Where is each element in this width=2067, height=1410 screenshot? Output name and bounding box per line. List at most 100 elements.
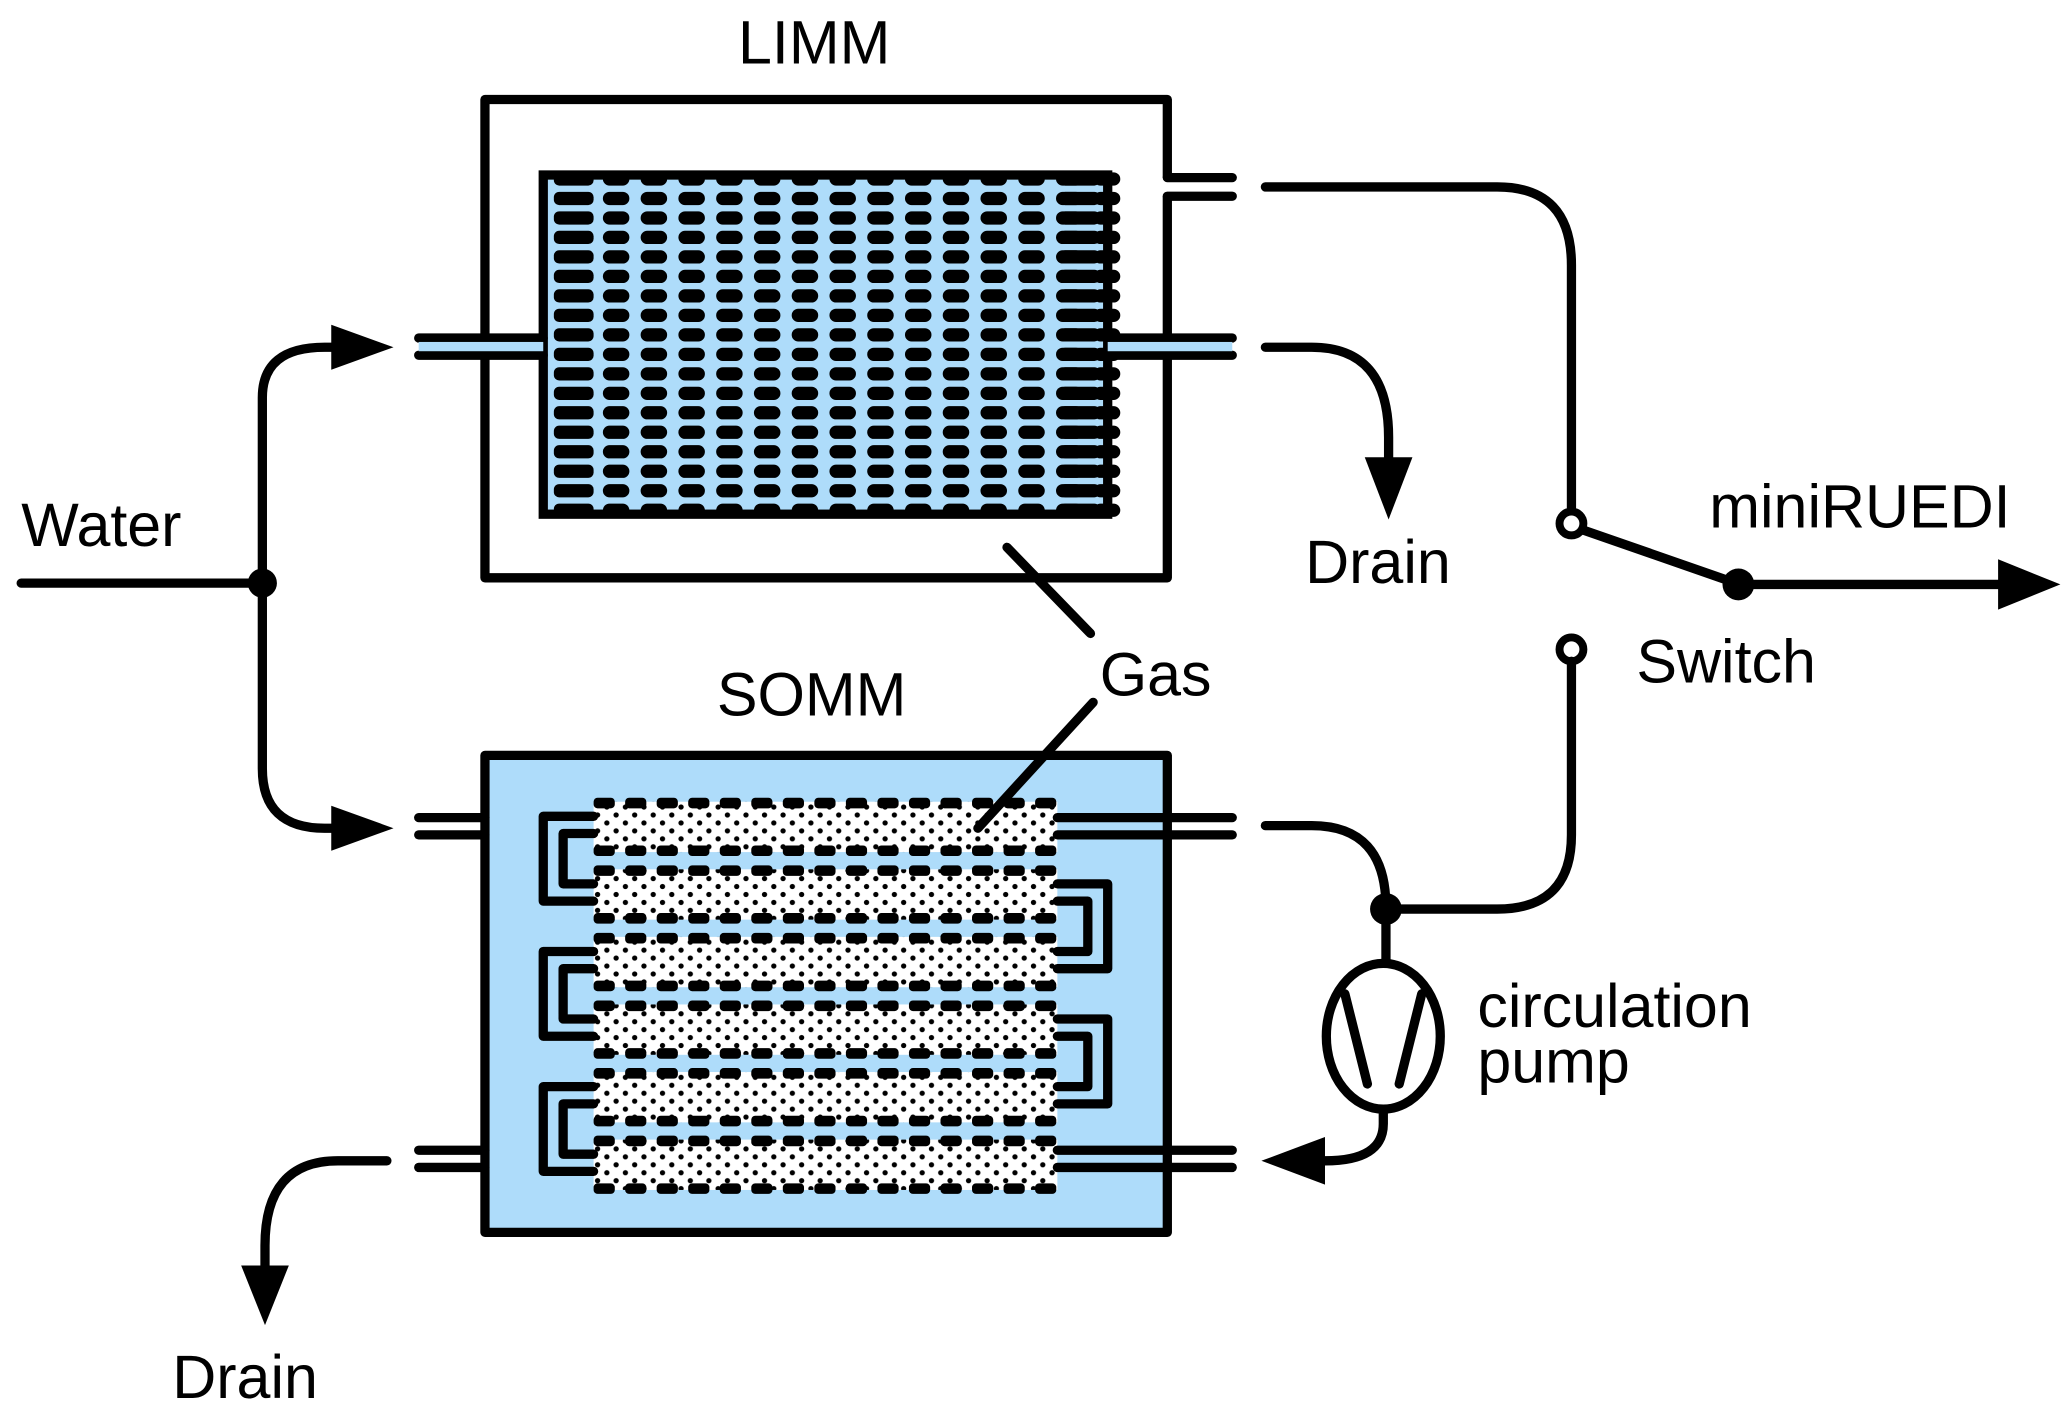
tube-wall-segment bbox=[656, 797, 678, 809]
arrow-to-somm bbox=[331, 805, 394, 851]
membrane-segment bbox=[602, 289, 630, 303]
membrane-segment bbox=[678, 425, 705, 439]
tube-wall-segment bbox=[845, 797, 868, 809]
tube-wall-segment bbox=[688, 1115, 710, 1127]
tube-wall-segment bbox=[751, 865, 773, 876]
membrane-segment bbox=[942, 445, 970, 459]
tube-wall-segment bbox=[1003, 1000, 1025, 1012]
membrane-segment bbox=[942, 172, 970, 186]
membrane-segment bbox=[753, 367, 781, 381]
comb-tooth bbox=[1060, 484, 1100, 498]
membrane-segment bbox=[980, 211, 1007, 225]
membrane-segment bbox=[980, 230, 1007, 245]
miniruedi-output-line bbox=[1733, 559, 2061, 610]
membrane-segment bbox=[602, 269, 630, 284]
tube-wall-segment bbox=[940, 1048, 962, 1059]
membrane-segment bbox=[867, 308, 894, 322]
membrane-segment bbox=[1018, 484, 1045, 498]
membrane-segment bbox=[753, 328, 781, 342]
membrane-segment bbox=[1093, 211, 1121, 225]
membrane-segment bbox=[602, 250, 630, 264]
tube-wall-segment bbox=[1035, 797, 1057, 809]
switch[interactable] bbox=[1555, 507, 1755, 666]
tube-wall-segment bbox=[1035, 1068, 1057, 1079]
tube-wall-segment bbox=[877, 913, 899, 924]
membrane-segment bbox=[867, 211, 894, 225]
membrane-segment bbox=[980, 269, 1007, 284]
tube-wall-segment bbox=[688, 1068, 710, 1079]
tube-wall-segment bbox=[656, 1000, 678, 1012]
pump-icon[interactable] bbox=[1321, 958, 1445, 1114]
membrane-segment bbox=[753, 445, 781, 459]
tube-wall-segment bbox=[782, 1068, 805, 1079]
tube-wall-segment bbox=[814, 1115, 836, 1127]
membrane-segment bbox=[829, 172, 856, 186]
tube-wall-segment bbox=[751, 1183, 773, 1194]
membrane-segment bbox=[678, 484, 705, 498]
switch-label: Switch bbox=[1636, 627, 1815, 695]
membrane-tube bbox=[593, 936, 1058, 988]
comb-tooth bbox=[553, 484, 594, 498]
membrane-segment bbox=[791, 503, 819, 517]
tube-wall-segment bbox=[940, 1068, 962, 1079]
membrane-segment bbox=[829, 503, 856, 517]
membrane-segment bbox=[753, 484, 781, 498]
membrane-segment bbox=[602, 308, 630, 322]
membrane-segment bbox=[640, 308, 668, 322]
membrane-segment bbox=[791, 269, 819, 284]
tube-wall-segment bbox=[940, 1115, 962, 1127]
tube-wall-segment bbox=[908, 1068, 931, 1079]
membrane-segment bbox=[1018, 406, 1045, 420]
membrane-segment bbox=[640, 250, 668, 264]
comb-tooth bbox=[1060, 289, 1100, 303]
membrane-segment bbox=[980, 406, 1007, 420]
membrane-segment bbox=[1018, 347, 1045, 361]
membrane-segment bbox=[942, 464, 970, 478]
arrow-to-limm bbox=[331, 324, 394, 370]
membrane-segment bbox=[678, 367, 705, 381]
membrane-segment bbox=[980, 172, 1007, 186]
tube-wall-segment bbox=[719, 913, 741, 924]
membrane-segment bbox=[716, 289, 743, 303]
comb-tooth bbox=[553, 445, 594, 459]
membrane-segment bbox=[1018, 425, 1045, 439]
membrane-segment bbox=[753, 289, 781, 303]
membrane-segment bbox=[904, 464, 932, 478]
membrane-segment bbox=[791, 386, 819, 400]
loop-junction-dot bbox=[1370, 893, 1402, 925]
membrane-segment bbox=[791, 464, 819, 478]
membrane-segment bbox=[678, 308, 705, 322]
tube-wall-segment bbox=[1003, 1068, 1025, 1079]
gas-pointer-limm bbox=[1002, 542, 1096, 639]
membrane-segment bbox=[829, 386, 856, 400]
tube-wall-segment bbox=[940, 1135, 962, 1147]
membrane-segment bbox=[640, 289, 668, 303]
tube-wall-segment bbox=[972, 1183, 994, 1194]
membrane-segment bbox=[1018, 503, 1045, 517]
membrane-segment bbox=[791, 308, 819, 322]
membrane-segment bbox=[602, 425, 630, 439]
tube-wall-segment bbox=[593, 1000, 615, 1012]
membrane-segment bbox=[791, 484, 819, 498]
tube-wall-segment bbox=[908, 1048, 931, 1059]
tube-wall-segment bbox=[845, 865, 868, 876]
tube-wall-segment bbox=[625, 1135, 647, 1147]
membrane-segment bbox=[942, 367, 970, 381]
membrane-segment bbox=[1093, 386, 1121, 400]
tube-wall-segment bbox=[814, 1000, 836, 1012]
membrane-segment bbox=[678, 347, 705, 361]
membrane-segment bbox=[829, 250, 856, 264]
tube-wall-segment bbox=[688, 1000, 710, 1012]
tube-wall-segment bbox=[782, 845, 805, 857]
membrane-segment bbox=[942, 347, 970, 361]
tube-wall-segment bbox=[593, 1048, 615, 1059]
membrane-segment bbox=[829, 308, 856, 322]
tube-connector bbox=[1052, 1031, 1093, 1092]
membrane-segment bbox=[942, 250, 970, 264]
membrane-segment bbox=[904, 172, 932, 186]
membrane-segment bbox=[640, 347, 668, 361]
membrane-segment bbox=[716, 386, 743, 400]
membrane-segment bbox=[753, 172, 781, 186]
membrane-segment bbox=[640, 406, 668, 420]
tube-wall-segment bbox=[688, 1048, 710, 1059]
